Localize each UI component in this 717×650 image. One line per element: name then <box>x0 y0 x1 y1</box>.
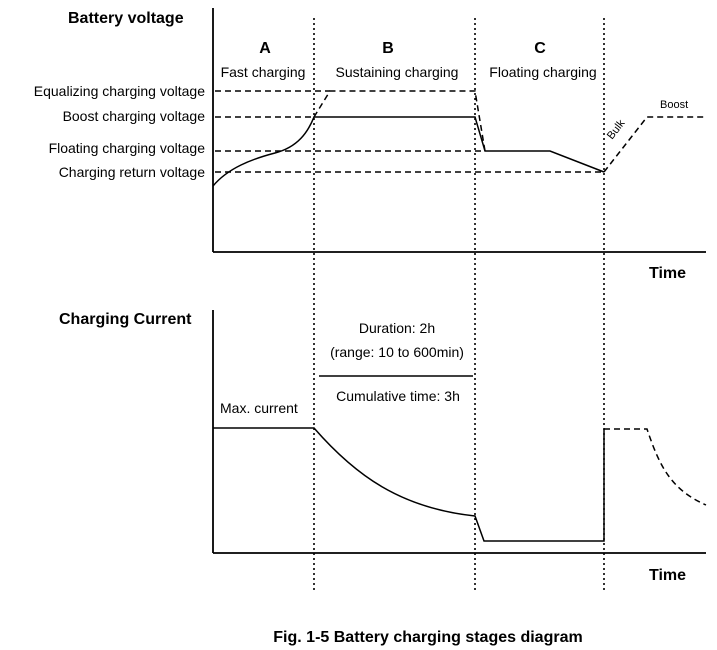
stage-c-name: Floating charging <box>489 64 596 80</box>
current-axis-title: Charging Current <box>59 311 192 328</box>
current-time-label: Time <box>649 567 686 584</box>
bulk-boost-curve <box>603 116 706 173</box>
equalizing-voltage-label: Equalizing charging voltage <box>34 83 205 99</box>
stage-b-letter: B <box>382 40 394 57</box>
current-restart-curve <box>604 428 707 506</box>
figure-caption: Fig. 1-5 Battery charging stages diagram <box>273 629 582 646</box>
duration-label: Duration: 2h <box>359 320 435 336</box>
boost-voltage-label: Boost charging voltage <box>63 108 206 124</box>
max-current-label: Max. current <box>220 400 298 416</box>
return-voltage-label: Charging return voltage <box>59 164 206 180</box>
floating-voltage-label: Floating charging voltage <box>49 140 206 156</box>
voltage-curve <box>212 116 605 187</box>
cumulative-time-label: Cumulative time: 3h <box>336 388 460 404</box>
bulk-label: Bulk <box>605 117 628 142</box>
stage-a-name: Fast charging <box>221 64 306 80</box>
stage-c-letter: C <box>534 40 546 57</box>
equalizing-voltage-curve <box>313 90 486 152</box>
voltage-time-label: Time <box>649 265 686 282</box>
duration-range-label: (range: 10 to 600min) <box>330 344 464 360</box>
boost-label: Boost <box>660 99 688 111</box>
stage-a-letter: A <box>259 40 271 57</box>
voltage-axis-title: Battery voltage <box>68 10 184 27</box>
current-curve <box>213 427 605 542</box>
stage-b-name: Sustaining charging <box>336 64 459 80</box>
